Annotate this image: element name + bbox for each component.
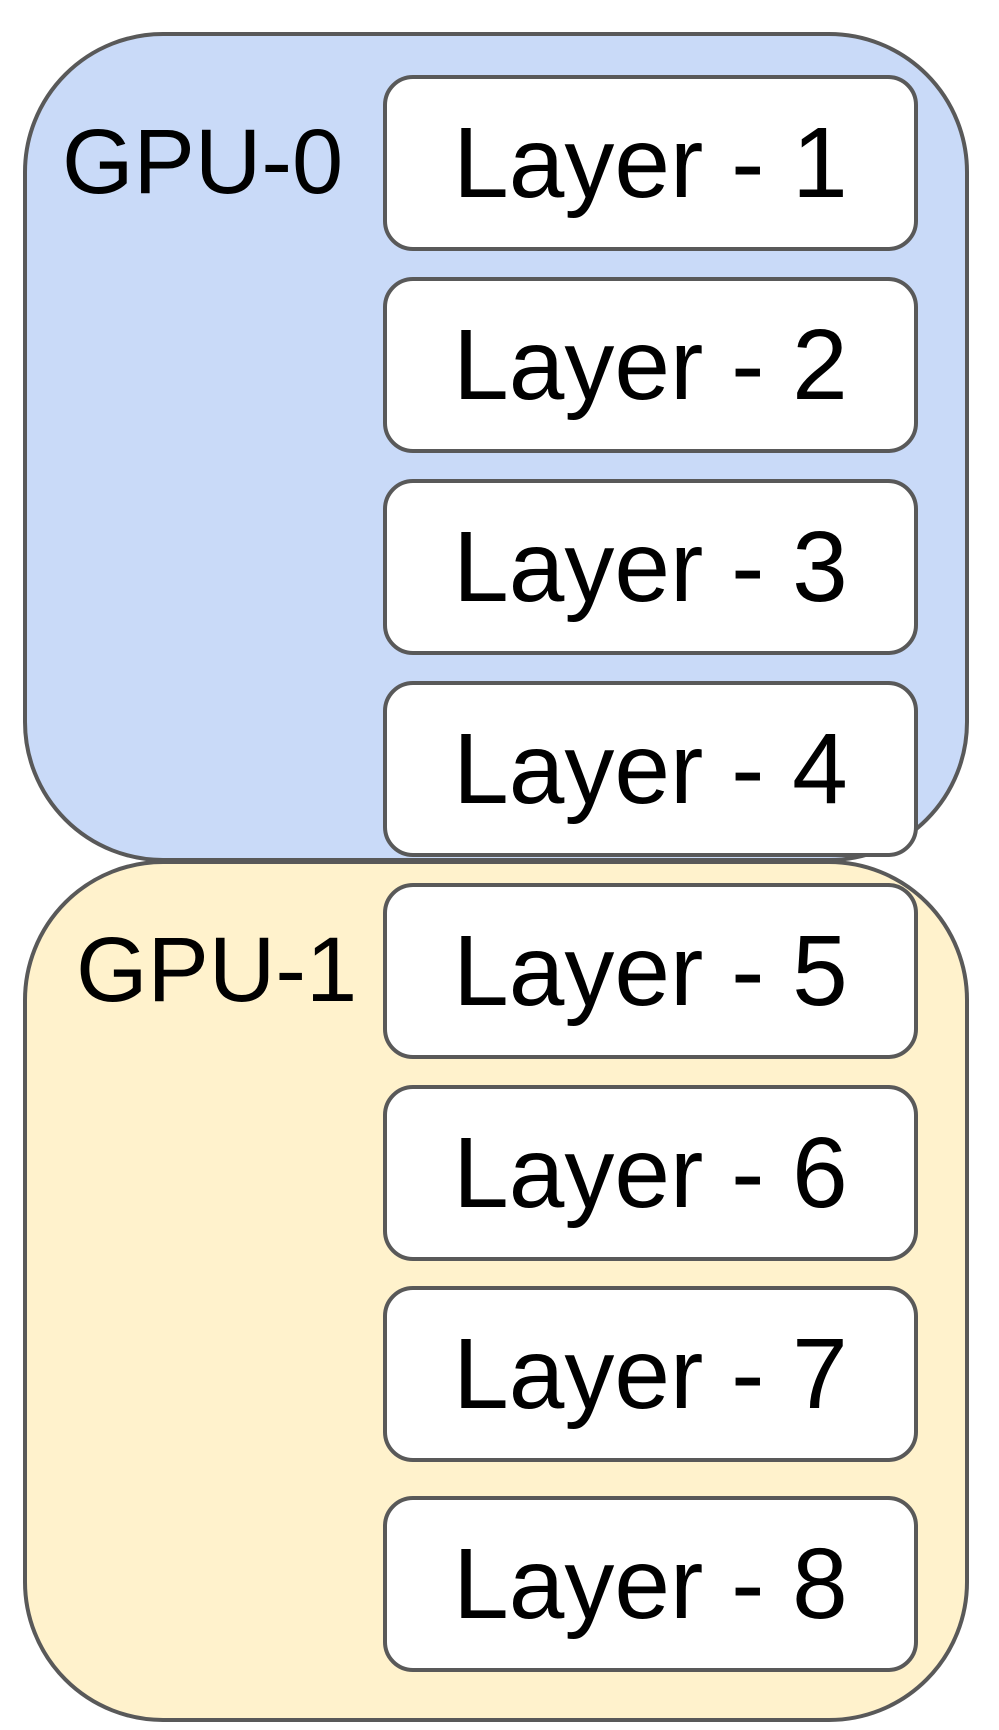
layer-label-1: Layer - 1 [453,107,848,219]
layer-label-7: Layer - 7 [453,1318,848,1430]
gpu-0-label: GPU-0 [62,111,344,213]
layer-box-8: Layer - 8 [383,1496,918,1672]
layer-box-3: Layer - 3 [383,479,918,655]
layer-box-1: Layer - 1 [383,75,918,251]
gpu-1-label: GPU-1 [76,919,358,1021]
layer-box-7: Layer - 7 [383,1286,918,1462]
layer-label-2: Layer - 2 [453,309,848,421]
layer-label-3: Layer - 3 [453,511,848,623]
layer-label-6: Layer - 6 [453,1117,848,1229]
layer-box-5: Layer - 5 [383,883,918,1059]
layer-box-4: Layer - 4 [383,681,918,857]
layer-label-8: Layer - 8 [453,1528,848,1640]
layer-box-6: Layer - 6 [383,1085,918,1261]
layer-label-4: Layer - 4 [453,713,848,825]
layer-box-2: Layer - 2 [383,277,918,453]
layer-label-5: Layer - 5 [453,915,848,1027]
